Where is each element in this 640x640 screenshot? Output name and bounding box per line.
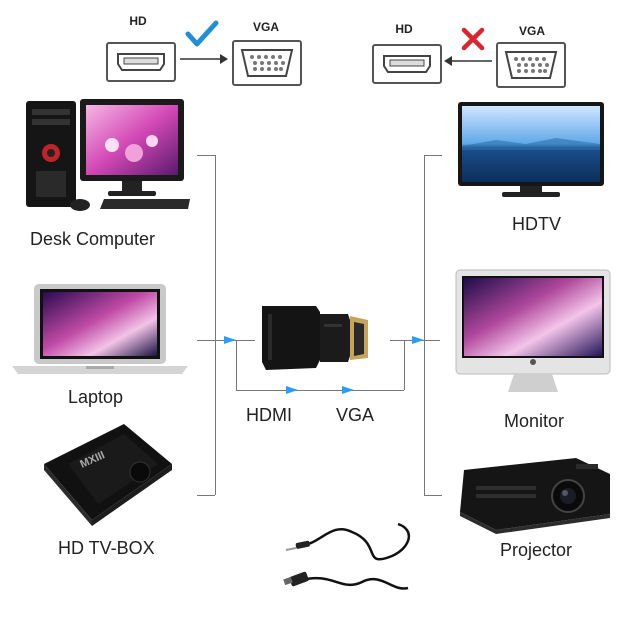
connector-line [424,155,425,495]
vga-port-icon [232,40,302,86]
tv-box-icon: MXIII [44,424,172,526]
connector-line [424,155,442,156]
device-label: Laptop [68,387,124,407]
hdtv-icon [458,102,604,197]
device-label: Monitor [504,411,565,431]
desktop-computer-icon [26,99,190,211]
flow-arrow-icon [286,386,298,394]
hdmi-label: HDMI [246,405,292,425]
hdmi-port-icon [106,42,176,82]
hd-label-ok: HD [129,14,147,28]
right-arrow-icon [180,54,228,64]
x-icon [461,27,485,51]
check-icon [185,20,219,47]
projector-icon [460,458,610,534]
connector-line [424,495,442,496]
connector-line [404,340,405,390]
device-label: HDTV [512,214,561,234]
audio-usb-cables-icon [283,522,411,590]
connector-line [236,340,237,390]
hdmi-vga-adapter-icon [262,306,368,370]
flow-arrow-icon [412,336,424,344]
device-label: Desk Computer [30,229,156,249]
vga-port-icon [496,42,566,88]
connector-line [236,390,404,391]
connector-line [197,155,215,156]
connector-line [197,495,215,496]
left-arrow-icon [444,56,492,66]
hd-label-bad: HD [395,22,413,36]
connector-line [215,155,216,495]
vga-label-ok: VGA [252,20,279,34]
device-label: HD TV-BOX [58,538,155,558]
vga-label: VGA [336,405,375,425]
flow-arrow-icon [224,336,236,344]
device-label: Projector [500,540,573,560]
vga-label-bad: VGA [518,24,545,38]
laptop-icon [12,284,188,374]
hdmi-port-icon [372,44,442,84]
monitor-icon [455,269,611,392]
flow-arrow-icon [342,386,354,394]
